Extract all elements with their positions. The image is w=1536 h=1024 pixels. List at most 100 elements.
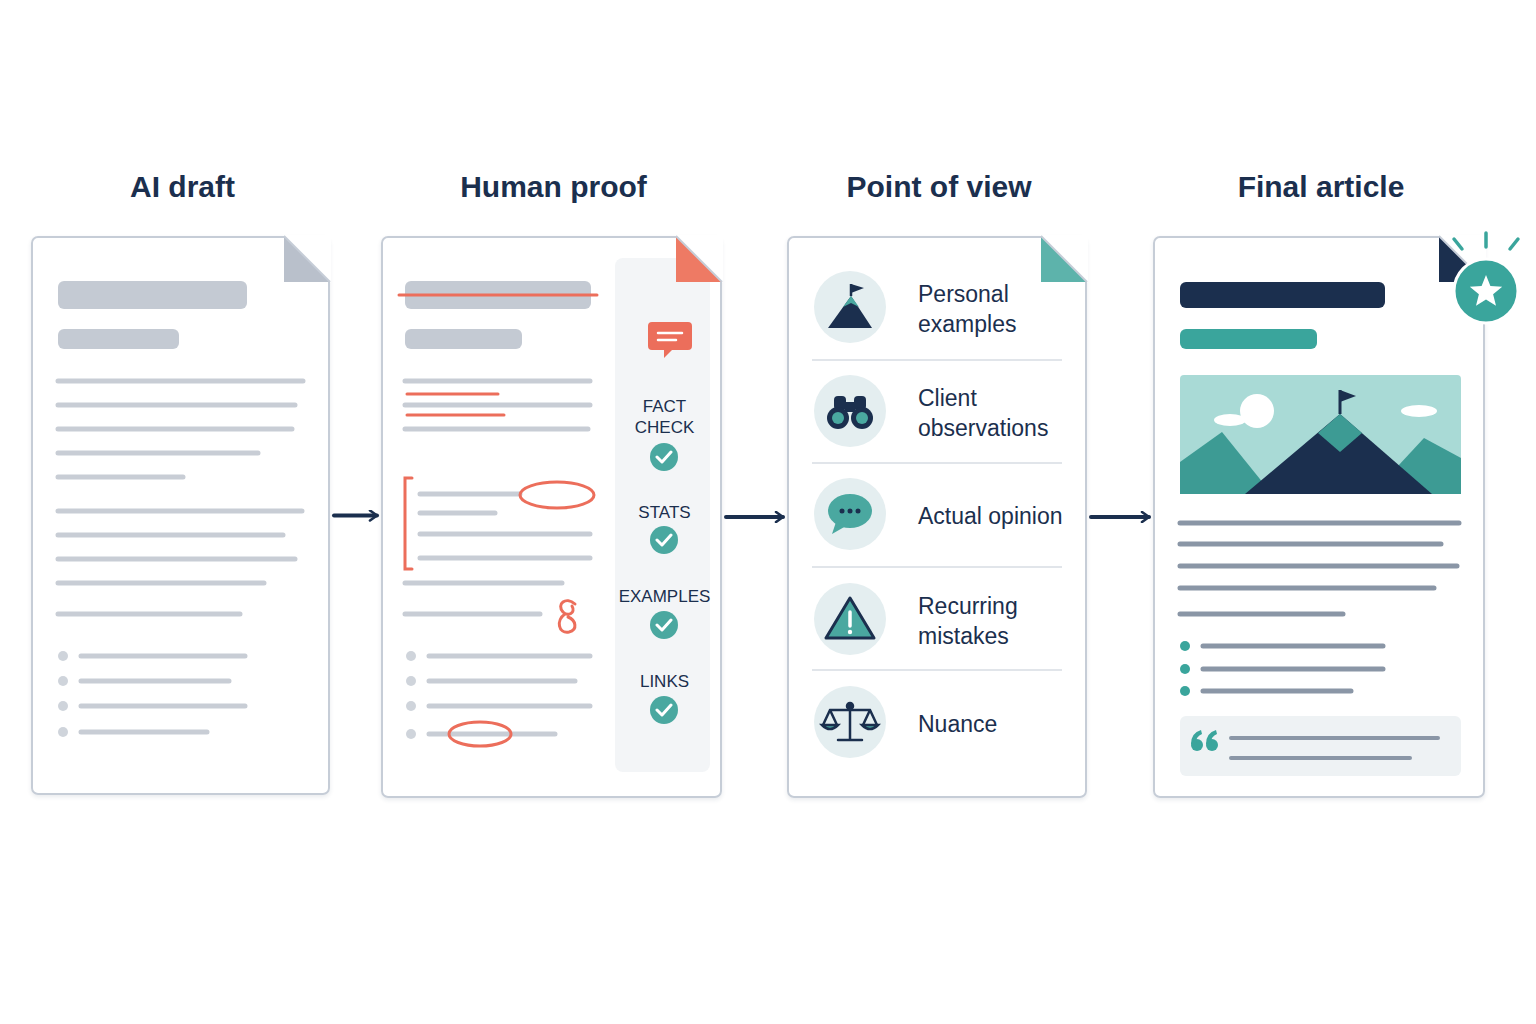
hero-image <box>1180 375 1461 494</box>
hero-image <box>1401 405 1437 417</box>
check-circle <box>650 611 678 639</box>
check-circle <box>650 526 678 554</box>
bullet-dots <box>406 729 416 739</box>
page-fold <box>381 236 722 356</box>
check-label: EXAMPLES <box>617 586 712 607</box>
document-card: Human proofFACT CHECKSTATSEXAMPLESLINKS <box>381 236 722 798</box>
badge-circle <box>1454 259 1518 323</box>
binoculars-icon <box>832 412 844 424</box>
bullet-dots <box>58 727 68 737</box>
hero-image <box>1240 394 1274 428</box>
comment-icon <box>648 322 692 358</box>
flow-arrow <box>334 514 377 518</box>
fold-edge <box>1041 236 1087 282</box>
item-label: Personal examples <box>918 279 1078 339</box>
draft-lines <box>58 381 303 732</box>
proof-marks <box>449 722 511 746</box>
mountain-icon <box>851 284 864 293</box>
step-heading: Human proof <box>343 169 764 205</box>
chat-icon <box>832 522 846 534</box>
mountain-icon <box>843 296 859 307</box>
title-bar <box>1180 282 1385 308</box>
fold-cut <box>1040 235 1088 283</box>
fold-edge <box>284 236 330 282</box>
document-card: Final article <box>1153 236 1485 798</box>
page-fold <box>1153 236 1485 356</box>
card-ground <box>31 236 1485 798</box>
proof-marks <box>520 482 594 508</box>
card-ground <box>31 236 330 795</box>
hero-image <box>1245 414 1432 494</box>
document-card: Point of viewPersonal examplesClient obs… <box>787 236 1087 798</box>
bullet-dots <box>58 651 68 737</box>
scales-icon <box>822 725 838 729</box>
scales-icon <box>847 703 853 709</box>
warning-icon <box>848 612 852 626</box>
page-fold <box>31 236 330 356</box>
chat-icon <box>840 509 845 514</box>
comment-icon <box>648 322 692 358</box>
icon-circle <box>814 686 886 758</box>
bullet-dots <box>406 651 416 739</box>
step-heading: Final article <box>1115 169 1527 205</box>
comment-icon <box>658 333 682 340</box>
scales-icon <box>862 725 878 729</box>
bullet-dots <box>58 701 68 711</box>
check-circle <box>650 443 678 471</box>
chat-icon <box>856 509 861 514</box>
warning-icon <box>848 630 852 634</box>
check-label: STATS <box>617 502 712 523</box>
proof-marks <box>407 394 504 415</box>
draft-bars <box>58 329 179 349</box>
hero-image <box>1340 390 1356 402</box>
quote-box <box>1180 716 1461 776</box>
bullet-dots <box>1180 686 1190 696</box>
draft-bars <box>58 281 247 309</box>
icon-circle <box>814 271 886 758</box>
chat-icon <box>828 494 872 534</box>
bullet-dots <box>1180 664 1190 674</box>
bullet-dots <box>58 676 68 686</box>
checklist-panel: FACT CHECK STATS EXAMPLES LINKS <box>617 260 712 774</box>
bullet-dots <box>58 651 68 661</box>
item-label: Client observations <box>918 383 1078 443</box>
fold-flap <box>284 236 330 282</box>
card-ground <box>787 236 1087 798</box>
warning-icon <box>826 598 874 638</box>
fold-flap <box>1041 236 1087 282</box>
step-heading: AI draft <box>0 169 372 205</box>
proof-marks <box>399 294 597 297</box>
item-label: Recurring mistakes <box>918 591 1078 651</box>
icon-circle <box>814 478 886 550</box>
document-card: AI draft <box>31 236 330 795</box>
fold-cut <box>675 235 723 283</box>
bullet-dots <box>406 651 416 661</box>
proof-bars <box>405 281 591 349</box>
icon-circle <box>814 271 886 343</box>
flow-arrow <box>1091 515 1149 519</box>
proof-marks <box>559 601 575 633</box>
binoculars-icon <box>845 402 855 412</box>
proof-marks <box>399 295 597 746</box>
draft-bars <box>58 281 247 349</box>
icon-circle <box>814 375 886 447</box>
binoculars-icon <box>851 407 873 429</box>
chat-icon <box>848 509 853 514</box>
binoculars-icon <box>827 407 849 429</box>
badge-star <box>1470 275 1502 306</box>
card-ground <box>1153 236 1485 798</box>
scales-icon <box>823 704 877 740</box>
fold-flap <box>676 236 722 282</box>
quote-mark <box>1191 730 1218 751</box>
bullet-dots <box>406 676 416 686</box>
binoculars-icon <box>827 396 873 429</box>
scales-icon <box>822 703 878 740</box>
item-label: Nuance <box>918 709 1078 739</box>
check-label: LINKS <box>617 671 712 692</box>
check-label: FACT CHECK <box>617 396 712 438</box>
card-ground <box>381 236 722 798</box>
warning-icon <box>826 598 874 638</box>
chat-icon <box>828 494 872 528</box>
